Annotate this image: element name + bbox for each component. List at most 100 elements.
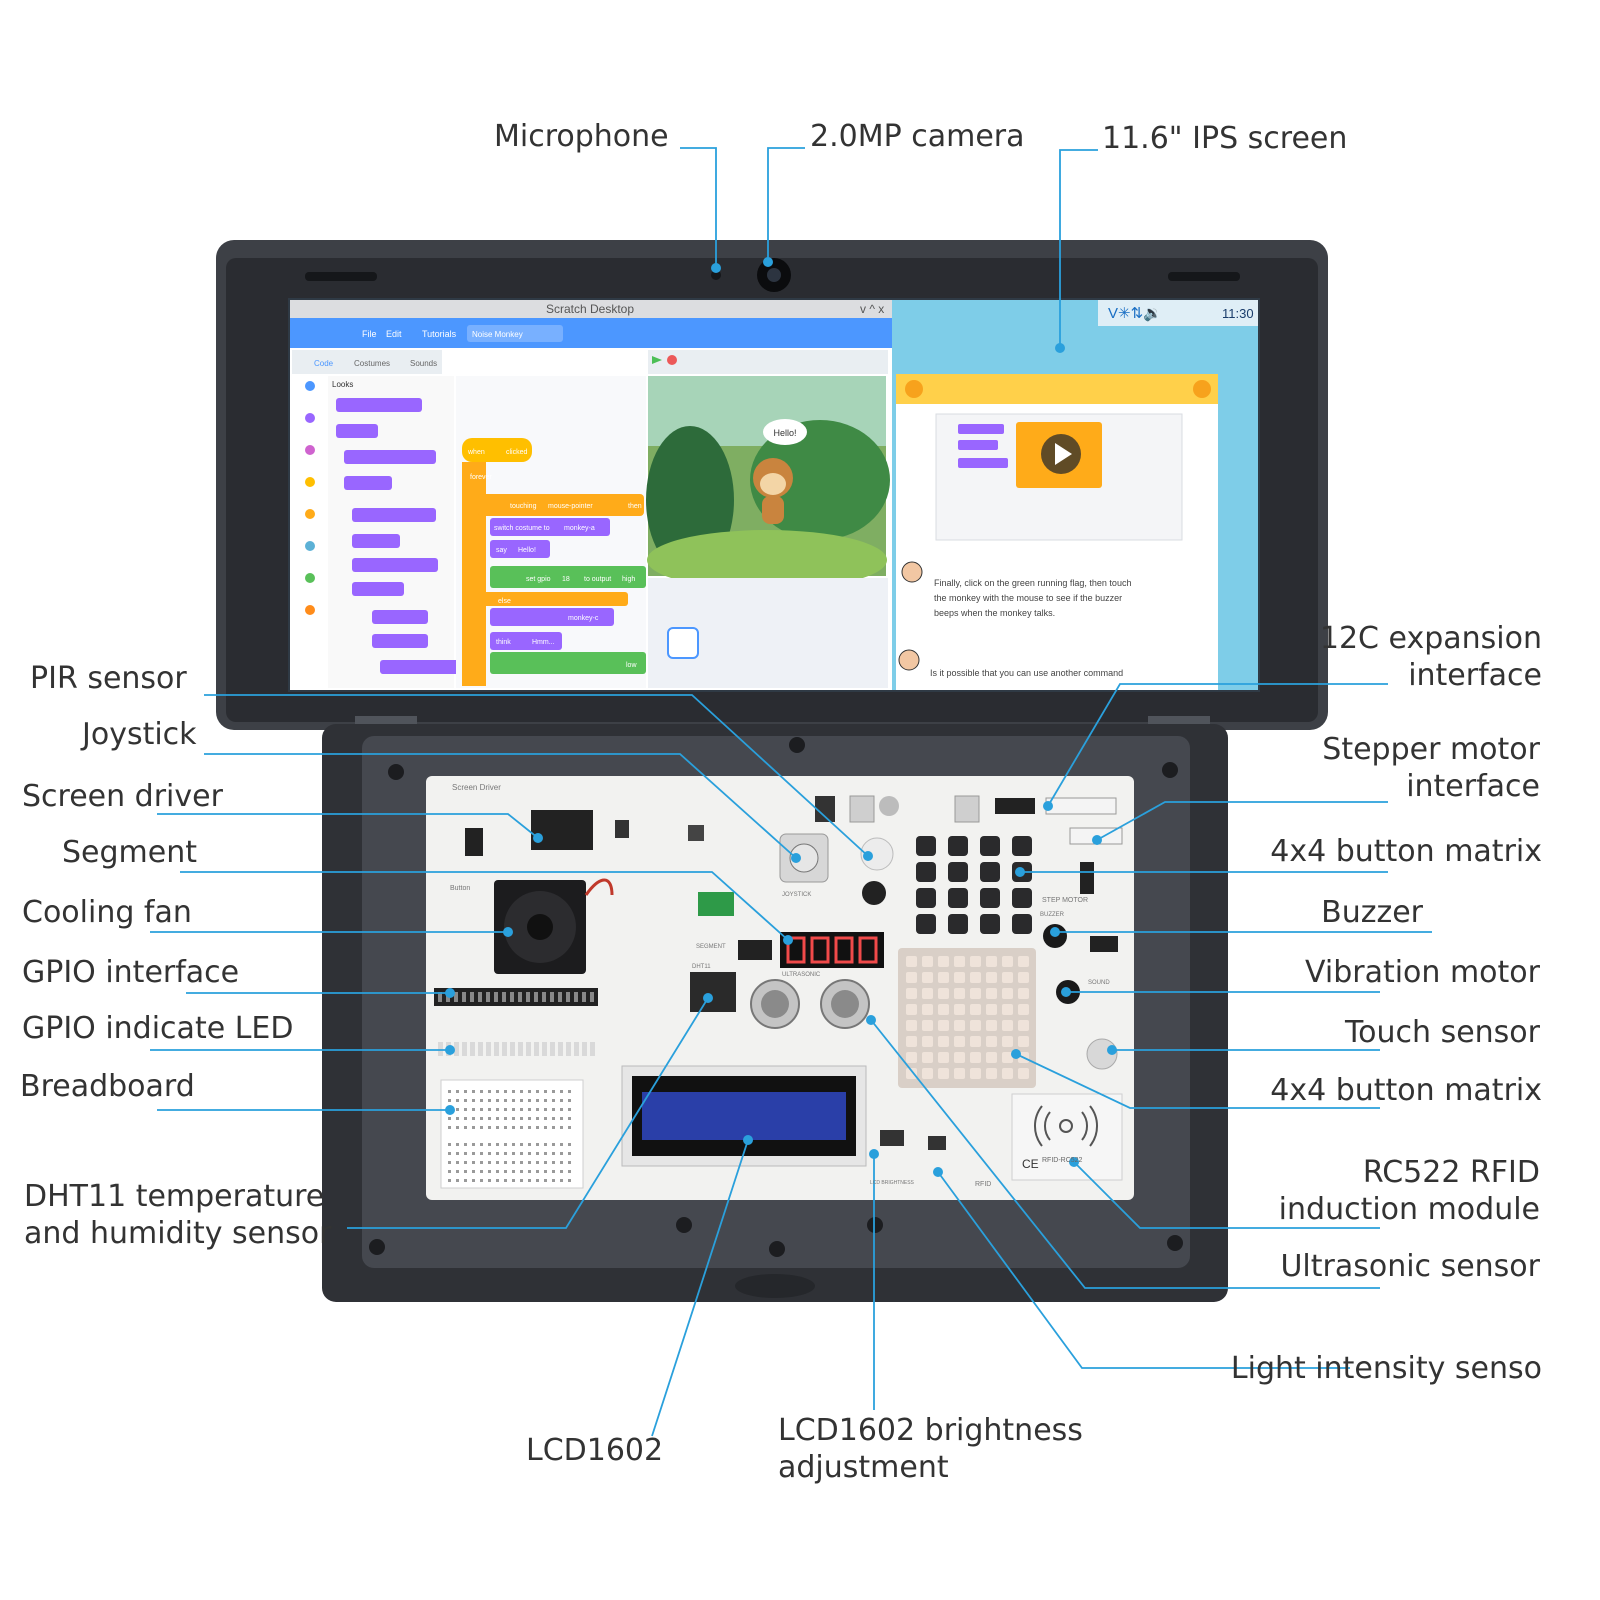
fan-center bbox=[527, 914, 553, 940]
block-monkey-a: monkey-a bbox=[564, 525, 595, 532]
gpio-led bbox=[534, 1042, 539, 1056]
breadboard-hole bbox=[472, 1099, 475, 1102]
breadboard-hole bbox=[520, 1179, 523, 1182]
palette-blocks bbox=[336, 398, 464, 674]
leader-endpoints bbox=[445, 257, 1117, 1177]
breadboard-hole bbox=[496, 1152, 499, 1155]
gpio-led bbox=[502, 1042, 507, 1056]
screw bbox=[769, 1241, 785, 1257]
led-dot bbox=[954, 1020, 965, 1031]
label-dht11-line1: DHT11 temperature bbox=[24, 1179, 325, 1214]
lcd1602-screen bbox=[642, 1092, 846, 1140]
led-dot bbox=[970, 1068, 981, 1079]
breadboard-hole bbox=[544, 1126, 547, 1129]
top-ports bbox=[815, 796, 835, 822]
silk-screen-driver: Screen Driver bbox=[452, 783, 501, 792]
led-dot bbox=[954, 1068, 965, 1079]
label-button-matrix-2: 4x4 button matrix bbox=[1270, 1073, 1542, 1108]
gpio-led bbox=[550, 1042, 555, 1056]
if-block bbox=[478, 494, 644, 516]
breadboard-hole bbox=[552, 1126, 555, 1129]
costume-block bbox=[490, 518, 610, 536]
block-monkey-c: monkey-c bbox=[568, 615, 599, 622]
breadboard-hole bbox=[568, 1179, 571, 1182]
leader-line bbox=[767, 147, 805, 262]
breadboard-hole bbox=[480, 1090, 483, 1093]
breadboard-hole bbox=[520, 1161, 523, 1164]
label-button-matrix-1: 4x4 button matrix bbox=[1270, 834, 1542, 869]
breadboard-hole bbox=[488, 1117, 491, 1120]
label-rfid-line1: RC522 RFID bbox=[1362, 1155, 1540, 1190]
breadboard-hole bbox=[512, 1143, 515, 1146]
label-vibration-motor: Vibration motor bbox=[1305, 955, 1540, 990]
breadboard-hole bbox=[520, 1126, 523, 1129]
label-camera: 2.0MP camera bbox=[810, 119, 1025, 154]
breadboard-hole bbox=[568, 1108, 571, 1111]
breadboard-hole bbox=[520, 1108, 523, 1111]
led-dot bbox=[938, 1052, 949, 1063]
label-i2c-line1: 12C expansion bbox=[1319, 621, 1542, 656]
segment-digits bbox=[786, 936, 878, 964]
breadboard-hole bbox=[456, 1117, 459, 1120]
breadboard-hole bbox=[456, 1126, 459, 1129]
led-dot bbox=[1018, 988, 1029, 999]
label-ultrasonic: Ultrasonic sensor bbox=[1280, 1249, 1540, 1284]
rfid-wave-icon bbox=[1033, 1105, 1099, 1147]
leader-dot bbox=[533, 833, 543, 843]
breadboard-hole bbox=[472, 1090, 475, 1093]
led-dot bbox=[954, 972, 965, 983]
led-dot bbox=[922, 1020, 933, 1031]
leader-line bbox=[1047, 683, 1388, 807]
breadboard-hole bbox=[512, 1126, 515, 1129]
breadboard-hole bbox=[496, 1117, 499, 1120]
small-chip bbox=[615, 820, 629, 838]
led-dot bbox=[986, 1068, 997, 1079]
block-say: say bbox=[496, 547, 507, 554]
gpio-pin bbox=[462, 992, 466, 1002]
breadboard-hole bbox=[456, 1143, 459, 1146]
breadboard-hole bbox=[552, 1152, 555, 1155]
i2c-socket bbox=[1045, 797, 1117, 815]
breadboard-hole bbox=[520, 1152, 523, 1155]
breadboard-hole bbox=[488, 1126, 491, 1129]
video-block bbox=[958, 440, 998, 450]
stepper-driver-chip bbox=[1080, 862, 1094, 894]
breadboard-hole bbox=[472, 1161, 475, 1164]
monkey-face bbox=[760, 473, 786, 495]
stop-icon bbox=[667, 355, 677, 365]
category-dot bbox=[305, 413, 315, 423]
speaker-right bbox=[1168, 272, 1240, 281]
breadboard-hole bbox=[480, 1143, 483, 1146]
category-dot bbox=[305, 445, 315, 455]
breadboard-hole bbox=[552, 1161, 555, 1164]
breadboard-hole bbox=[544, 1152, 547, 1155]
leader-dot bbox=[866, 1015, 876, 1025]
breadboard-hole bbox=[488, 1152, 491, 1155]
leader-dot bbox=[1107, 1045, 1117, 1055]
gpio-led bbox=[542, 1042, 547, 1056]
block-low: low bbox=[626, 662, 637, 669]
category-dot bbox=[305, 605, 315, 615]
block-forever: forever bbox=[470, 474, 492, 481]
label-microphone: Microphone bbox=[494, 119, 669, 154]
gpio-pin bbox=[590, 992, 594, 1002]
breadboard-hole bbox=[544, 1099, 547, 1102]
breadboard-hole bbox=[512, 1170, 515, 1173]
breadboard-hole bbox=[512, 1117, 515, 1120]
breadboard-hole bbox=[520, 1117, 523, 1120]
screw bbox=[388, 764, 404, 780]
jungle-bush bbox=[750, 420, 890, 540]
small-chip bbox=[465, 828, 483, 856]
gpio-led bbox=[558, 1042, 563, 1056]
relay-chip bbox=[1090, 936, 1118, 952]
gpio-led bbox=[510, 1042, 515, 1056]
breadboard-hole bbox=[448, 1117, 451, 1120]
gpio-pin bbox=[486, 992, 490, 1002]
breadboard-hole bbox=[448, 1126, 451, 1129]
breadboard-hole bbox=[536, 1117, 539, 1120]
gpio-header bbox=[434, 988, 598, 1006]
microphone-hole bbox=[711, 270, 721, 280]
rfid-module bbox=[1011, 1093, 1123, 1181]
led-dot bbox=[954, 1052, 965, 1063]
breadboard-hole bbox=[464, 1126, 467, 1129]
